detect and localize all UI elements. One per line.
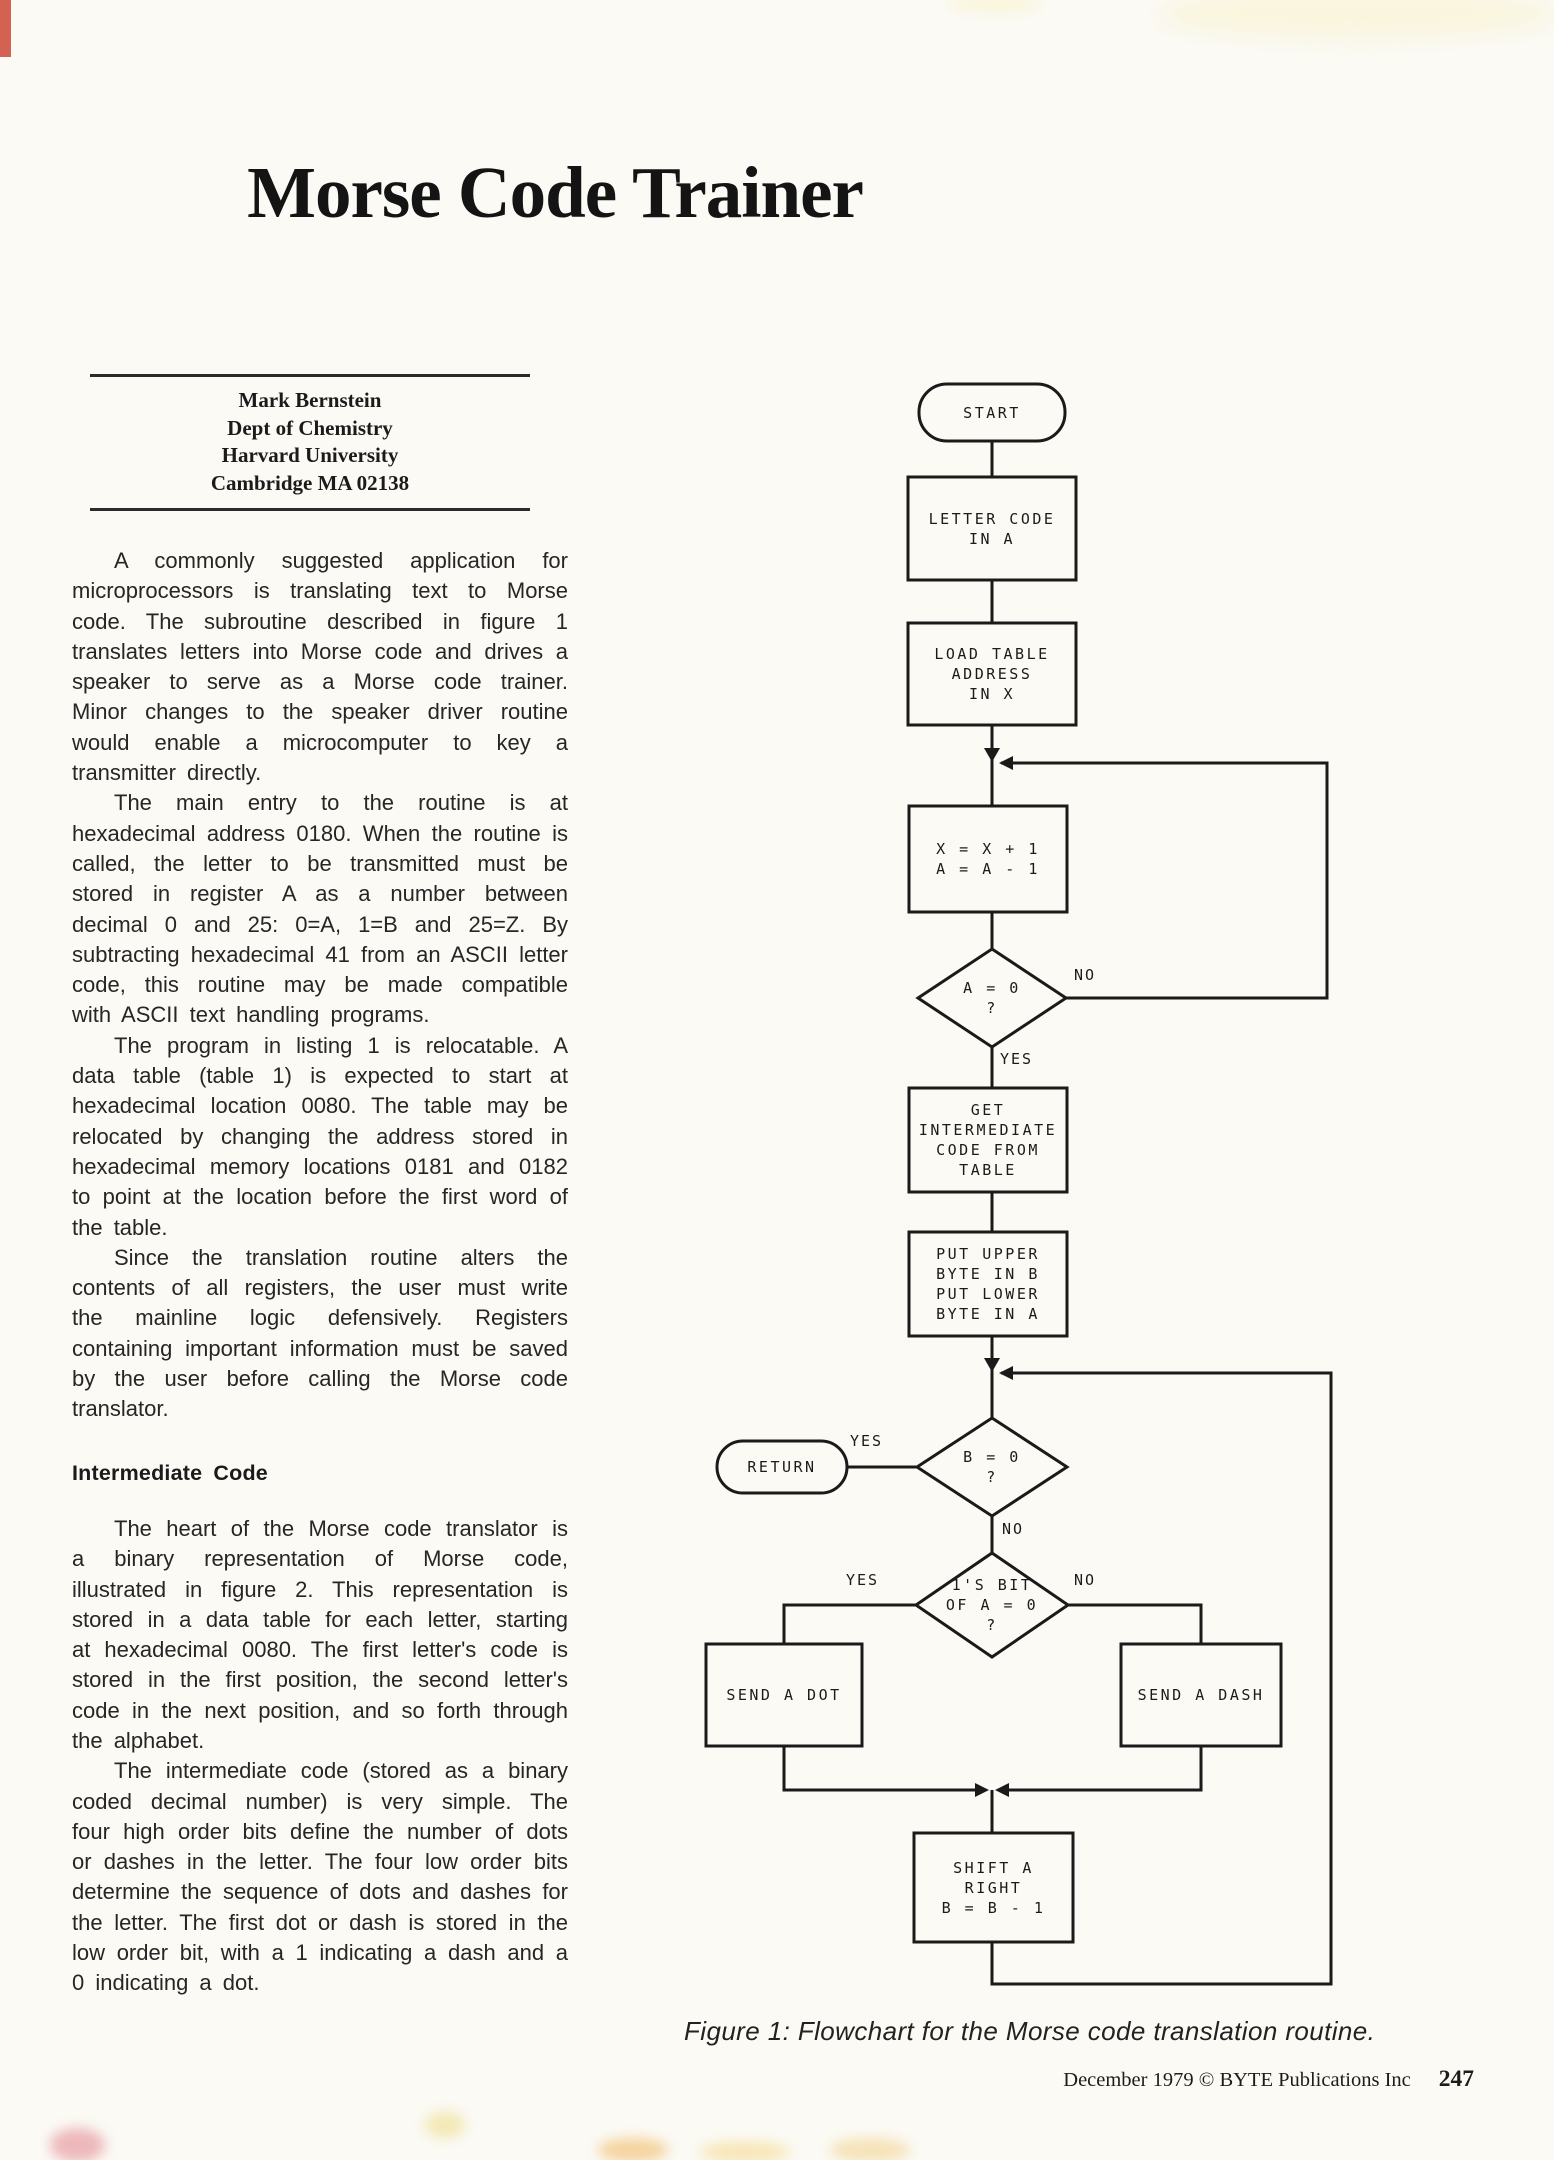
process-box-shape: [907, 1086, 1069, 1194]
figure-caption: Figure 1: Flowchart for the Morse code t…: [684, 2016, 1376, 2046]
arrowhead-down: [984, 1358, 1000, 1372]
paragraph: The heart of the Morse code translator i…: [72, 1515, 568, 1753]
author-city: Cambridge MA 02138: [210, 470, 410, 495]
author-institution: Harvard University: [221, 443, 399, 467]
loop-a-no: [1001, 761, 1329, 1000]
loop-shift: [990, 1371, 1333, 1986]
paragraph: The intermediate code (stored as a binar…: [72, 1758, 568, 1996]
arrowhead-right: [975, 1783, 989, 1797]
process-box-shape: [906, 621, 1078, 727]
author-name: Mark Bernstein: [238, 388, 382, 412]
scan-smudge: [1160, 0, 1554, 38]
scan-red-strip: [0, 0, 11, 57]
scan-smudge: [700, 2142, 790, 2160]
flowchart-node-put-bytes: PUT UPPER BYTE IN B PUT LOWER BYTE IN A: [936, 1245, 1040, 1323]
flowchart-node-increment: X = X + 1 A = A - 1: [936, 840, 1040, 878]
process-box-shape: [912, 1831, 1075, 1944]
flowchart-node-letter-code: LETTER CODE IN A: [928, 509, 1056, 548]
flowchart-node-load-table: LOAD TABLE ADDRESS IN X: [934, 645, 1050, 703]
arrowhead-left: [999, 756, 1013, 770]
scan-smudge: [598, 2138, 668, 2160]
scan-smudge: [830, 2138, 910, 2160]
author-dept: Dept of Chemistry: [227, 415, 393, 440]
branch-label-bit-no: NO: [1074, 1571, 1097, 1589]
decision-diamond-shape: [913, 1551, 1071, 1659]
return-terminal-shape: [715, 1439, 849, 1495]
paragraph: The program in listing 1 is relocatable.…: [72, 1032, 568, 1240]
flowchart-node-start: START: [963, 403, 1021, 422]
arrowhead-left: [999, 1366, 1013, 1380]
flowchart-node-return: RETURN: [747, 1458, 817, 1476]
branch-label-b-no: NO: [1002, 1520, 1025, 1538]
flowchart-node-test-bit: 1'S BIT OF A = 0 ?: [945, 1576, 1039, 1634]
process-box-shape: [907, 1230, 1069, 1338]
process-box-shape: [906, 475, 1078, 582]
scan-smudge: [950, 0, 1040, 12]
flowchart-node-send-dot: SEND A DOT: [726, 1686, 842, 1704]
arrowhead-down: [984, 748, 1000, 762]
process-box-shape: [704, 1642, 864, 1748]
page-number: 247: [1438, 2066, 1474, 2092]
scan-smudge: [425, 2112, 465, 2138]
process-box-shape: [907, 804, 1069, 914]
dot-merge-line: [782, 1746, 976, 1792]
section-heading: Intermediate Code: [72, 1460, 268, 1485]
flowchart-node-test-b: B = 0 ?: [963, 1448, 1021, 1486]
decision-diamond-shape: [915, 947, 1069, 1049]
branch-label-b-yes: YES: [850, 1432, 884, 1450]
branch-label-bit-yes: YES: [846, 1571, 880, 1589]
article-body: A commonly suggested application for mic…: [72, 546, 568, 1999]
branch-label-a-yes: YES: [1000, 1050, 1034, 1068]
page-footer: December 1979 © BYTE Publications Inc 24…: [1063, 2066, 1474, 2093]
start-terminal-shape: [917, 382, 1067, 443]
publication-credit: December 1979 © BYTE Publications Inc: [1063, 2069, 1411, 2091]
flowchart-node-get-code: GET INTERMEDIATE CODE FROM TABLE: [918, 1101, 1058, 1179]
paragraph: Since the translation routine alters the…: [72, 1244, 568, 1422]
branch-label-a-no: NO: [1074, 966, 1097, 984]
flowchart-node-test-a: A = 0 ?: [963, 979, 1021, 1017]
branch-bit-no: [1068, 1603, 1203, 1644]
branch-bit-yes: [782, 1603, 916, 1644]
paragraph: A commonly suggested application for mic…: [72, 548, 568, 786]
flowchart-node-shift: SHIFT A RIGHT B = B - 1: [941, 1858, 1046, 1917]
page-title: Morse Code Trainer: [247, 151, 864, 233]
flowchart-node-send-dash: SEND A DASH: [1137, 1686, 1265, 1704]
arrowhead-left: [995, 1783, 1009, 1797]
scan-smudge: [50, 2128, 105, 2160]
flowchart-figure: [704, 382, 1333, 1986]
process-box-shape: [1119, 1642, 1283, 1748]
decision-diamond-shape: [914, 1416, 1070, 1518]
author-block: Mark Bernstein Dept of Chemistry Harvard…: [90, 374, 530, 511]
dash-merge-line: [1008, 1746, 1203, 1792]
paragraph: The main entry to the routine is at hexa…: [72, 790, 568, 1028]
